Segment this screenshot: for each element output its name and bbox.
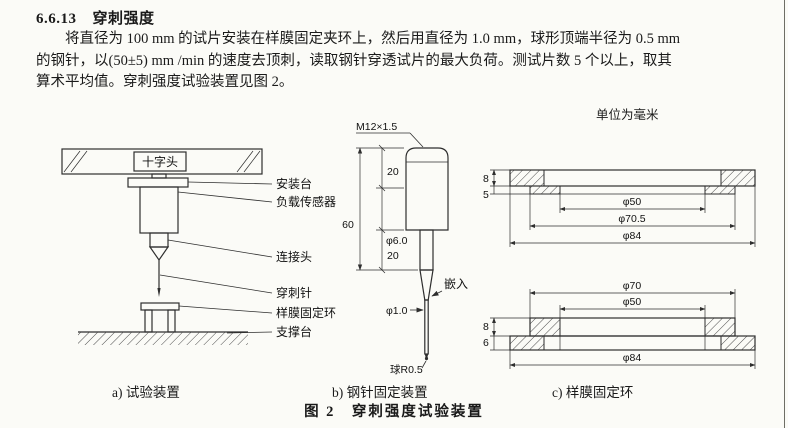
dim-upper-8: 8	[483, 173, 489, 185]
crosshead-label: 十字头	[142, 154, 178, 169]
label-puncture-needle: 穿刺针	[276, 285, 312, 300]
dim-needle-dia: φ1.0	[386, 305, 408, 317]
figure-caption: 图 2 穿刺强度试验装置	[304, 404, 484, 420]
needle-tip	[157, 288, 161, 297]
mounting-table	[127, 177, 189, 188]
dim-lower-d84: φ84	[623, 352, 642, 364]
unit-note: 单位为毫米	[596, 108, 659, 122]
dim-upper-d84: φ84	[623, 230, 642, 242]
stem	[151, 173, 167, 179]
dim-lower-d50: φ50	[623, 296, 642, 308]
thread-callout: M12×1.5	[356, 121, 424, 148]
label-connector: 连接头	[276, 249, 312, 264]
ball-tip	[424, 356, 429, 361]
caption-diagram-b: b) 钢针固定装置	[332, 385, 428, 400]
lower-base	[509, 335, 756, 351]
upper-flange	[509, 169, 756, 187]
apparatus-callouts: 安装台 负载传感器 连接头 穿刺针 样膜固定环 支撑台	[159, 176, 336, 339]
needle-dimensions: 60 20 φ6.0 20 嵌入 φ1.0 球R0.5	[342, 144, 468, 376]
connector-taper	[148, 246, 170, 262]
dim-20-top: 20	[387, 166, 399, 178]
body-line-1: 将直径为 100 mm 的试片安装在样膜固定夹环上，然后用直径为 1.0 mm，…	[65, 31, 681, 47]
apparatus-stack	[78, 173, 248, 345]
dim-lower-d70: φ70	[623, 280, 642, 292]
dim-lower-6: 6	[483, 337, 489, 349]
upper-step-right	[704, 185, 736, 195]
upper-step-left	[529, 185, 561, 195]
dim-upper-d70-5: φ70.5	[618, 213, 645, 225]
ring-upper-view: 8 5 φ50 φ70.5 φ84	[483, 169, 756, 247]
dim-shank-dia: φ6.0	[386, 235, 408, 247]
connector-body	[149, 232, 169, 248]
body-line-2: 的钢针，以(50±5) mm /min 的速度去顶刺，读取钢针穿透试片的最大负荷…	[36, 52, 672, 69]
holder-body	[405, 147, 449, 231]
support-hatch	[78, 332, 248, 345]
diagram-test-apparatus: 十字头 安装台 负载传感器 连接头 穿刺针 样膜固定环	[61, 148, 336, 345]
needle-holder	[405, 147, 449, 361]
dim-upper-d50: φ50	[623, 196, 642, 208]
page-edge-line	[784, 0, 785, 428]
dim-lower-8: 8	[483, 321, 489, 333]
body-line-3: 算术平均值。穿刺强度试验装置见图 2。	[36, 74, 294, 90]
body-paragraph: 将直径为 100 mm 的试片安装在样膜固定夹环上，然后用直径为 1.0 mm，…	[36, 29, 766, 94]
dim-upper-5: 5	[483, 189, 489, 201]
dim-tip-radius: 球R0.5	[390, 363, 423, 376]
diagram-needle-fixing-device: M12×1.5 60 20 φ6.0 20	[342, 121, 468, 376]
shank	[419, 229, 434, 271]
crosshead: 十字头	[61, 148, 263, 175]
dim-20-bottom: 20	[387, 250, 399, 262]
diagram-film-fixing-ring: 8 5 φ50 φ70.5 φ84 φ70 φ50	[483, 169, 756, 369]
crosshead-label-box	[133, 151, 187, 172]
dim-total-60: 60	[342, 219, 354, 231]
section-number: 6.6.13	[36, 11, 77, 27]
lower-boss	[529, 317, 736, 337]
load-sensor-body	[139, 186, 179, 234]
needle-taper	[419, 269, 434, 301]
thread-spec-label: M12×1.5	[356, 121, 397, 133]
ring-leg-right	[167, 309, 176, 333]
ring-leg-left	[144, 309, 153, 333]
caption-diagram-a: a) 试验装置	[112, 385, 180, 400]
label-support-table: 支撑台	[276, 324, 312, 339]
section-heading: 6.6.13 穿刺强度	[36, 7, 155, 28]
ring-plate	[140, 302, 180, 311]
section-title: 穿刺强度	[92, 11, 155, 27]
label-film-fixing-ring: 样膜固定环	[276, 305, 336, 320]
ring-lower-view: φ70 φ50 8 6 φ84	[483, 280, 756, 369]
label-load-sensor: 负载传感器	[276, 194, 336, 209]
label-mounting-table: 安装台	[276, 176, 312, 191]
needle-shaft	[424, 299, 429, 355]
embed-label: 嵌入	[444, 277, 468, 291]
caption-diagram-c: c) 样膜固定环	[552, 385, 634, 400]
